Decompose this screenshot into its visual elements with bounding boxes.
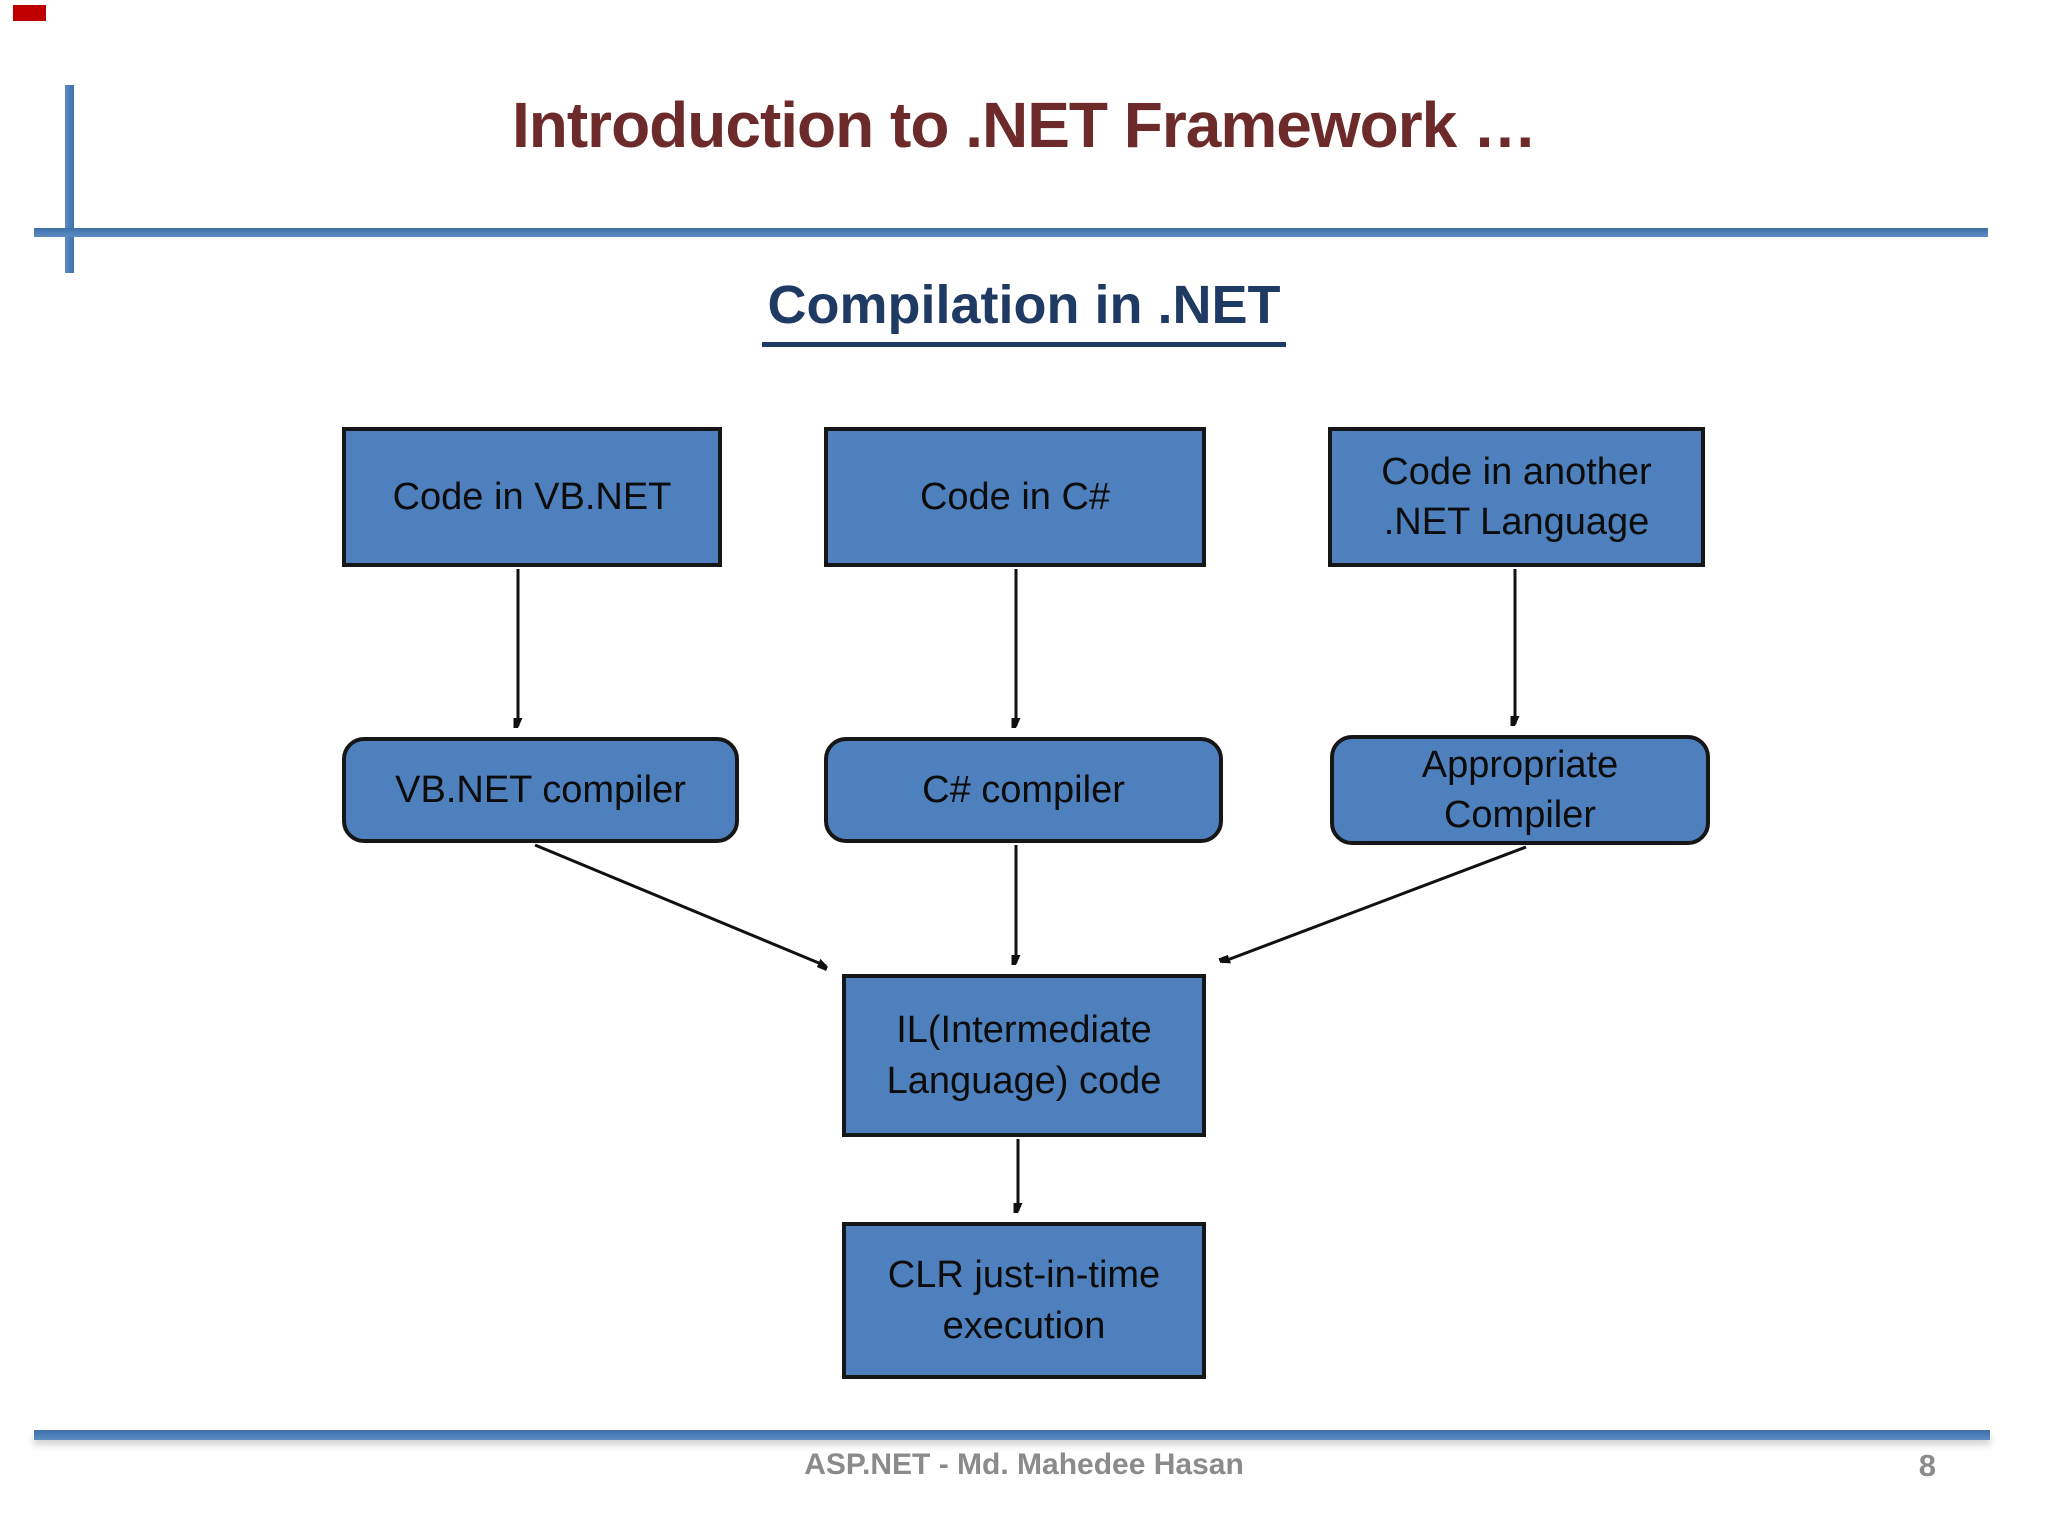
slide-subtitle: Compilation in .NET <box>761 274 1287 347</box>
node-code-csharp: Code in C# <box>824 427 1206 567</box>
corner-marker <box>13 5 46 21</box>
node-label-line2: .NET Language <box>1383 501 1650 543</box>
node-label-line1: Code in another <box>1381 450 1652 493</box>
node-label-line2: Language) code <box>886 1059 1162 1102</box>
node-code-vbnet: Code in VB.NET <box>342 427 722 567</box>
node-appropriate-compiler: Appropriate Compiler <box>1330 735 1710 845</box>
page-title: Introduction to .NET Framework … <box>511 89 1537 161</box>
node-label-line1: Appropriate <box>1421 743 1619 786</box>
node-label-line1: IL(Intermediate <box>896 1009 1152 1052</box>
node-vbnet-compiler: VB.NET compiler <box>342 737 739 843</box>
node-label-line2: execution <box>942 1304 1106 1347</box>
subtitle-wrap: Compilation in .NET <box>0 274 2048 347</box>
footer-text: ASP.NET - Md. Mahedee Hasan <box>804 1448 1244 1481</box>
node-csharp-compiler: C# compiler <box>824 737 1223 843</box>
node-label-line1: CLR just-in-time <box>887 1254 1161 1297</box>
node-clr-execution: CLR just-in-time execution <box>842 1222 1206 1379</box>
arrow-vbnet-compiler-to-il <box>534 843 826 966</box>
header-rule <box>34 228 1988 237</box>
node-label: VB.NET compiler <box>395 768 686 811</box>
node-label: C# compiler <box>922 768 1125 811</box>
node-label: Code in C# <box>919 475 1111 518</box>
page-number: 8 <box>1918 1448 1936 1483</box>
arrow-appropriate-compiler-to-il <box>1222 845 1527 964</box>
node-code-other: Code in another .NET Language <box>1328 427 1705 567</box>
node-label-line2: Compiler <box>1443 794 1597 836</box>
footer-rule <box>34 1430 1990 1440</box>
node-label: Code in VB.NET <box>392 475 672 518</box>
node-il-code: IL(Intermediate Language) code <box>842 974 1206 1137</box>
title-accent-vline <box>65 85 74 273</box>
